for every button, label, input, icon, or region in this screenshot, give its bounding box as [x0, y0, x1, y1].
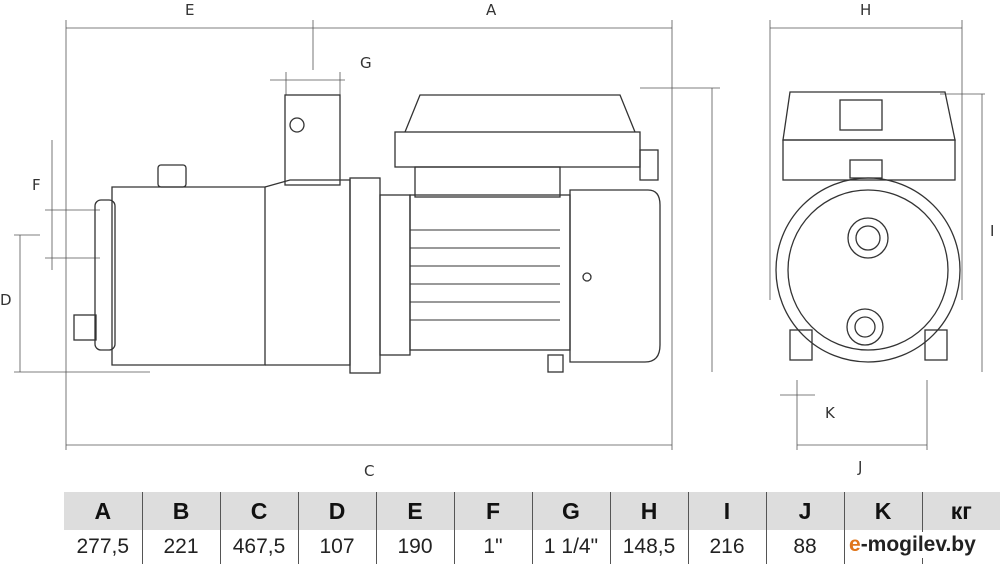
- watermark-prefix: e: [849, 533, 861, 556]
- header-e: E: [375, 492, 454, 530]
- label-h: H: [860, 1, 871, 19]
- header-b: B: [141, 492, 220, 530]
- label-e: E: [185, 1, 194, 19]
- value-c: 467,5: [219, 530, 298, 564]
- header-f: F: [453, 492, 532, 530]
- label-j: J: [857, 458, 862, 476]
- value-i: 216: [687, 530, 766, 564]
- label-d: D: [0, 291, 12, 309]
- label-f: F: [32, 176, 41, 194]
- value-d: 107: [297, 530, 376, 564]
- value-h: 148,5: [609, 530, 688, 564]
- header-a: A: [64, 492, 142, 530]
- value-g: 1 1/4": [531, 530, 610, 564]
- pump-front-view: [775, 91, 961, 363]
- pump-drawing: E A G F D C H I K J: [0, 1, 994, 480]
- value-f: 1": [453, 530, 532, 564]
- header-g: G: [531, 492, 610, 530]
- pump-side-view: [73, 94, 661, 374]
- value-e: 190: [375, 530, 454, 564]
- watermark: e-mogilev.by: [847, 532, 978, 558]
- label-c: C: [364, 462, 374, 480]
- header-j: J: [765, 492, 844, 530]
- label-k: K: [825, 404, 836, 422]
- table-header-row: A B C D E F G H I J K кг: [64, 492, 1000, 530]
- header-i: I: [687, 492, 766, 530]
- value-a: 277,5: [76, 535, 130, 558]
- watermark-text: -mogilev.by: [860, 533, 976, 556]
- label-i: I: [990, 222, 994, 240]
- header-kg: кг: [921, 492, 1000, 530]
- dimension-lines: [14, 20, 985, 450]
- value-b: 221: [141, 530, 220, 564]
- header-h: H: [609, 492, 688, 530]
- label-a: A: [486, 1, 497, 19]
- header-k: K: [843, 492, 922, 530]
- header-d: D: [297, 492, 376, 530]
- label-g: G: [360, 54, 372, 72]
- value-j: 88: [765, 530, 844, 564]
- header-c: C: [219, 492, 298, 530]
